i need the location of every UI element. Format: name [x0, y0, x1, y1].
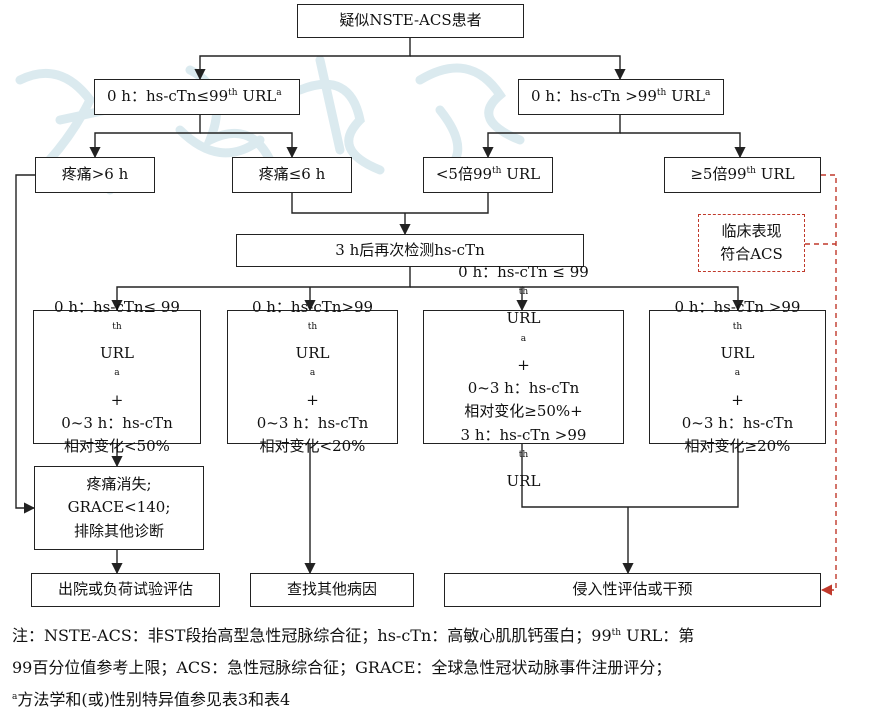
ge5x-box: ≥5倍99th URL	[664, 157, 821, 193]
c4-line-4: 相对变化≥20%	[684, 437, 791, 456]
retest-label: 3 h后再次检测hs-cTn	[335, 240, 485, 259]
c1-line-4: 相对变化<50%	[64, 437, 170, 456]
low-0h-label: 0 h：hs-cTn≤99th URLa	[107, 87, 282, 106]
pain-gt6-box: 疼痛>6 h	[35, 157, 155, 193]
invasive-box: 侵入性评估或干预	[444, 573, 821, 607]
high-0h-label: 0 h：hs-cTn >99th URLa	[531, 87, 711, 106]
pain-gt6-label: 疼痛>6 h	[61, 165, 129, 184]
clinical-acs-box: 临床表现 符合ACS	[698, 214, 805, 272]
footnote: 注：NSTE-ACS：非ST段抬高型急性冠脉综合征；hs-cTn：高敏心肌肌钙蛋…	[12, 620, 862, 716]
pain-le6-box: 疼痛≤6 h	[232, 157, 352, 193]
other-cause-label: 查找其他病因	[286, 580, 377, 599]
ge5x-label: ≥5倍99th URL	[690, 165, 795, 184]
c4-line-3: 0~3 h：hs-cTn	[681, 413, 794, 432]
c2-line-3: 0~3 h：hs-cTn	[256, 413, 369, 432]
relief-line-2: GRACE<140;	[67, 498, 171, 517]
pain-le6-label: 疼痛≤6 h	[258, 165, 326, 184]
arrow-gt6-relief	[15, 174, 36, 514]
c2-line-4: 相对变化<20%	[259, 437, 366, 456]
c3-line-4: 相对变化≥50%+	[464, 402, 583, 421]
join-c3-c4	[521, 444, 739, 508]
clinical-line-1: 临床表现	[721, 221, 782, 240]
arrow-start-to-high	[410, 55, 626, 81]
arrow-low-to-le6	[200, 132, 298, 159]
relief-line-3: 排除其他诊断	[73, 521, 164, 540]
c1-line-3: 0~3 h：hs-cTn	[61, 413, 173, 432]
other-cause-box: 查找其他病因	[250, 573, 414, 607]
invasive-label: 侵入性评估或干预	[572, 580, 693, 599]
start-box: 疑似NSTE-ACS患者	[297, 4, 524, 38]
lt5x-label: <5倍99th URL	[435, 165, 541, 184]
arrow-high-to-lt5	[482, 115, 621, 159]
join-le6-lt5	[291, 193, 489, 214]
arrow-high-to-ge5	[620, 132, 746, 159]
arrow-start-to-low	[194, 38, 411, 81]
arrow-retest-c4	[522, 286, 744, 312]
dashed-arrow-ge5-invasive	[820, 174, 837, 596]
discharge-box: 出院或负荷试验评估	[31, 573, 220, 607]
relief-box: 疼痛消失; GRACE<140; 排除其他诊断	[34, 466, 204, 550]
footnote-line-1: 注：NSTE-ACS：非ST段抬高型急性冠脉综合征；hs-cTn：高敏心肌肌钙蛋…	[12, 626, 695, 645]
arrow-retest-c1	[111, 267, 411, 312]
discharge-label: 出院或负荷试验评估	[57, 580, 193, 599]
retest-box: 3 h后再次检测hs-cTn	[236, 234, 584, 267]
start-label: 疑似NSTE-ACS患者	[339, 11, 482, 30]
low-0h-box: 0 h：hs-cTn≤99th URLa	[94, 79, 300, 115]
high-0h-box: 0 h：hs-cTn >99th URLa	[518, 79, 724, 115]
footnote-line-3: a方法学和(或)性别特异值参见表3和表4	[12, 690, 291, 709]
clinical-line-2: 符合ACS	[720, 245, 783, 263]
lt5x-box: <5倍99th URL	[423, 157, 553, 193]
c3-line-3: 0~3 h：hs-cTn	[467, 379, 580, 397]
relief-line-1: 疼痛消失;	[86, 475, 152, 494]
footnote-line-2: 99百分位值参考上限；ACS：急性冠脉综合征；GRACE：全球急性冠状动脉事件注…	[12, 658, 672, 677]
arrow-low-to-gt6	[89, 115, 201, 159]
